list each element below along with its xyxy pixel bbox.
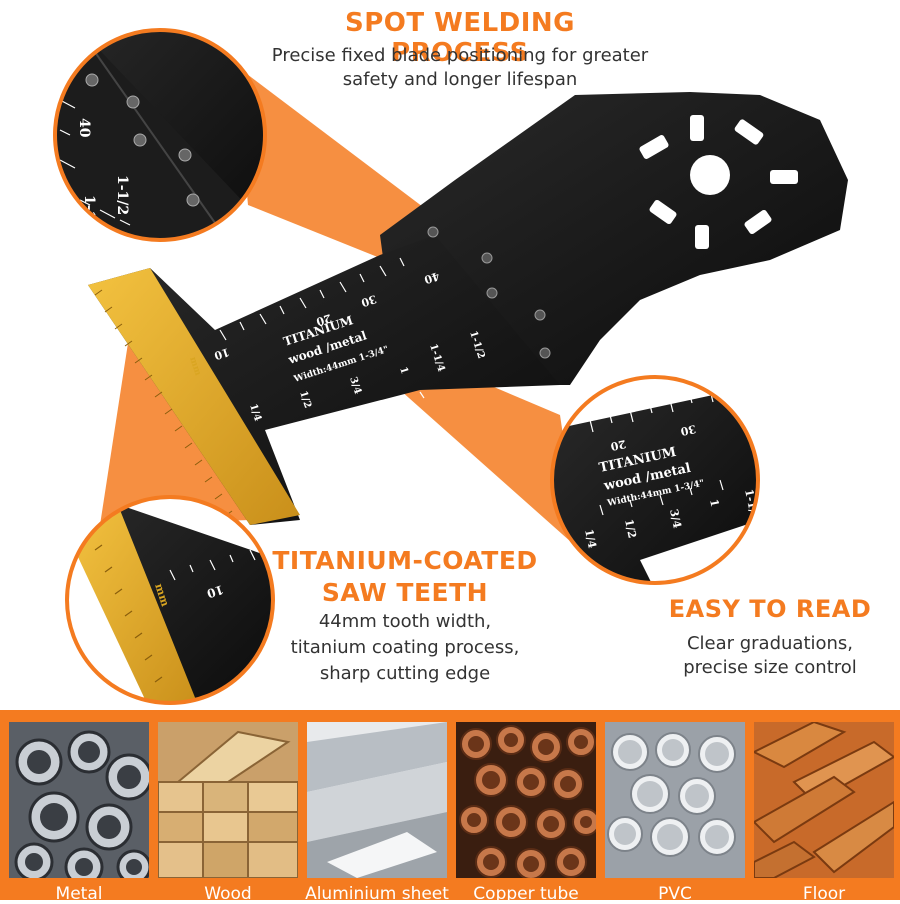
zoom-inch-1-4: 1/4 — [582, 528, 599, 550]
zoom-teeth-metric-10: 10 — [205, 582, 225, 600]
titanium-title-line1: TITANIUM-COATED — [272, 546, 538, 575]
zoom-inch-1-2: 1/2 — [622, 518, 639, 540]
teeth-serration — [94, 289, 233, 517]
material-label-floor: Floor — [802, 884, 846, 904]
blade-inch-3-4: 3/4 — [347, 376, 363, 396]
zoom-ruler: TITANIUM wood /metal Width:44mm 1-3/4" 2… — [552, 377, 758, 583]
spot-welding-line2: safety and longer lifespan — [342, 69, 578, 90]
zoom-inch-1: 1 — [707, 498, 721, 508]
material-label-metal: Metal — [55, 884, 103, 904]
weld-points — [427, 226, 551, 359]
wood-planks-image — [158, 722, 298, 878]
material-label-copper: Copper tube — [473, 884, 579, 904]
pvc-pipes-image — [605, 722, 745, 878]
spot-welding-line1: Precise fixed blade positioning for grea… — [271, 45, 649, 66]
mount-slots — [639, 115, 798, 249]
floor-boards-image — [754, 722, 894, 878]
titanium-line3: sharp cutting edge — [319, 663, 491, 684]
easy-read-title: EASY TO READ — [668, 595, 872, 623]
zoom-ruler-ring — [550, 375, 760, 585]
zoom-welding-inch-1-1-2: 1-1/2 — [114, 175, 130, 215]
titanium-line1: 44mm tooth width, — [318, 611, 492, 632]
zoom-teeth: 10 mm — [67, 497, 273, 703]
zoom-inch-3-4: 3/4 — [667, 508, 684, 530]
zoom-welding: 40 1-1/2 1-1/4 — [55, 30, 265, 240]
zoom-metric-20: 20 — [609, 437, 627, 453]
titanium-title-line2: SAW TEETH — [321, 578, 489, 607]
blade-inch-1: 1 — [397, 366, 410, 376]
blade-illustration: TITANIUM wood /metal Width:44mm 1-3/4" 1… — [53, 28, 848, 705]
blade-inch-1-2: 1/2 — [297, 390, 313, 410]
metal-tubes-image — [9, 722, 149, 878]
titanium-line2: titanium coating process, — [290, 637, 520, 658]
blade-inch-1-4: 1/4 — [247, 403, 263, 423]
product-illustration: TITANIUM wood /metal Width:44mm 1-3/4" 1… — [53, 28, 848, 705]
blade-metric-10: 10 — [212, 345, 231, 362]
zoom-metric-30: 30 — [679, 422, 697, 438]
zoom-welding-ring — [53, 28, 267, 242]
titanium-teeth — [88, 268, 300, 525]
material-label-wood: Wood — [204, 884, 252, 904]
zoom-welding-metric-40: 40 — [76, 118, 92, 138]
blade-metric-40: 40 — [422, 269, 441, 286]
blade-metric-20: 20 — [314, 311, 333, 328]
easy-read-line1: Clear graduations, — [686, 633, 854, 654]
blade-metric-30: 30 — [359, 292, 378, 309]
blade-ruler-ticks — [219, 257, 425, 441]
aluminium-sheet-image — [307, 722, 447, 878]
zoom-teeth-ring — [65, 495, 275, 705]
material-label-pvc: PVC — [658, 884, 692, 904]
material-label-aluminium: Aluminium sheet — [305, 884, 449, 904]
materials-strip: Metal Wood Aluminium sheet Copper tube P… — [0, 710, 900, 904]
easy-read-line2: precise size control — [683, 657, 857, 678]
copper-tube-image — [456, 722, 596, 878]
spot-welding-title: SPOT WELDING PROCESS — [344, 8, 576, 68]
callout-cone-read — [400, 360, 580, 550]
